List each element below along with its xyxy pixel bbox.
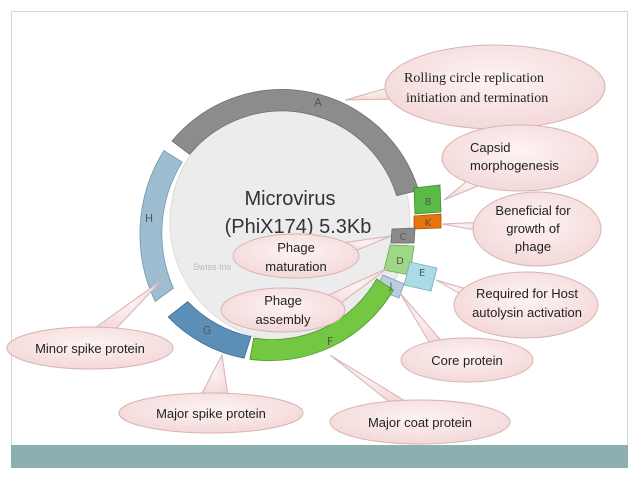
callout-minor-spike: Minor spike protein — [6, 279, 174, 370]
callout-beneficial-text-1: Beneficial for — [495, 203, 571, 218]
callout-rolling-text-1: Rolling circle replication — [404, 71, 544, 86]
callout-capsid: Capsid morphogenesis — [441, 124, 599, 201]
gene-k-arc[interactable] — [413, 213, 442, 230]
callout-core-pointer — [399, 292, 446, 348]
callout-major-coat: Major coat protein — [329, 354, 511, 445]
callout-major-spike-text: Major spike protein — [156, 406, 266, 421]
gene-g-arc[interactable] — [167, 301, 252, 359]
callout-capsid-bubble — [441, 124, 599, 192]
callout-beneficial: Beneficial for growth of phage — [441, 191, 602, 267]
callout-assembly-text-2: assembly — [256, 312, 311, 327]
callout-core-protein: Core protein — [399, 292, 534, 383]
callout-beneficial-text-2: growth of — [506, 221, 560, 236]
gene-d-label: D — [396, 256, 404, 267]
gene-e-arc[interactable] — [403, 261, 438, 292]
gene-letters: A B K C D E J F G H — [145, 96, 432, 348]
source-watermark: Swiss Ins — [193, 262, 232, 272]
gene-f-arc[interactable] — [249, 278, 394, 362]
gene-h-arc[interactable] — [139, 149, 183, 303]
callout-rolling-circle: Rolling circle replication initiation an… — [344, 44, 606, 130]
callout-major-coat-bubble — [329, 399, 511, 445]
callout-major-coat-text: Major coat protein — [368, 415, 472, 430]
callout-maturation-bubble — [232, 233, 360, 279]
callout-minor-spike-pointer — [90, 279, 163, 334]
callout-minor-spike-bubble — [6, 326, 174, 370]
callout-rolling-bubble — [384, 44, 606, 130]
gene-k-label: K — [425, 218, 432, 229]
callout-host-autolysin: Required for Host autolysin activation — [435, 271, 599, 339]
callout-maturation-text-2: maturation — [265, 259, 326, 274]
bottom-band — [11, 445, 628, 468]
callout-core-bubble — [400, 337, 534, 383]
callout-rolling-text-2: initiation and termination — [406, 91, 548, 106]
callout-minor-spike-text: Minor spike protein — [35, 341, 145, 356]
callout-beneficial-text-3: phage — [515, 239, 551, 254]
callout-assembly-text-1: Phage — [264, 293, 302, 308]
gene-a-label: A — [314, 96, 322, 109]
gene-e-label: E — [419, 268, 425, 279]
callout-major-coat-pointer — [329, 354, 412, 405]
callout-major-spike-bubble — [118, 392, 304, 434]
gene-b-label: B — [425, 197, 432, 208]
callout-capsid-text-2: morphogenesis — [470, 158, 559, 173]
gene-g-label: G — [203, 324, 212, 337]
gene-f-label: F — [327, 335, 333, 348]
callout-capsid-text-1: Capsid — [470, 140, 510, 155]
genome-title-line2: (PhiX174) 5.3Kb — [225, 216, 372, 238]
callout-phage-assembly: Phage assembly — [220, 267, 389, 333]
callout-host-text-1: Required for Host — [476, 286, 578, 301]
callout-host-text-2: autolysin activation — [472, 305, 582, 320]
callout-phage-maturation: Phage maturation — [232, 233, 392, 279]
gene-b-arc[interactable] — [413, 184, 442, 215]
callout-major-spike: Major spike protein — [118, 353, 304, 434]
callout-beneficial-bubble — [472, 191, 602, 267]
callout-core-text: Core protein — [431, 353, 503, 368]
callout-assembly-bubble — [220, 287, 346, 333]
genome-title-line1: Microvirus — [244, 188, 335, 210]
gene-arcs — [139, 89, 442, 362]
callout-maturation-text-1: Phage — [277, 240, 315, 255]
callouts: Rolling circle replication initiation an… — [6, 44, 606, 445]
gene-h-label: H — [145, 212, 153, 225]
gene-j-label: J — [389, 282, 393, 292]
gene-c-arc[interactable] — [390, 227, 416, 244]
callout-major-spike-pointer — [199, 353, 229, 398]
gene-c-label: C — [400, 232, 407, 243]
callout-host-bubble — [453, 271, 599, 339]
